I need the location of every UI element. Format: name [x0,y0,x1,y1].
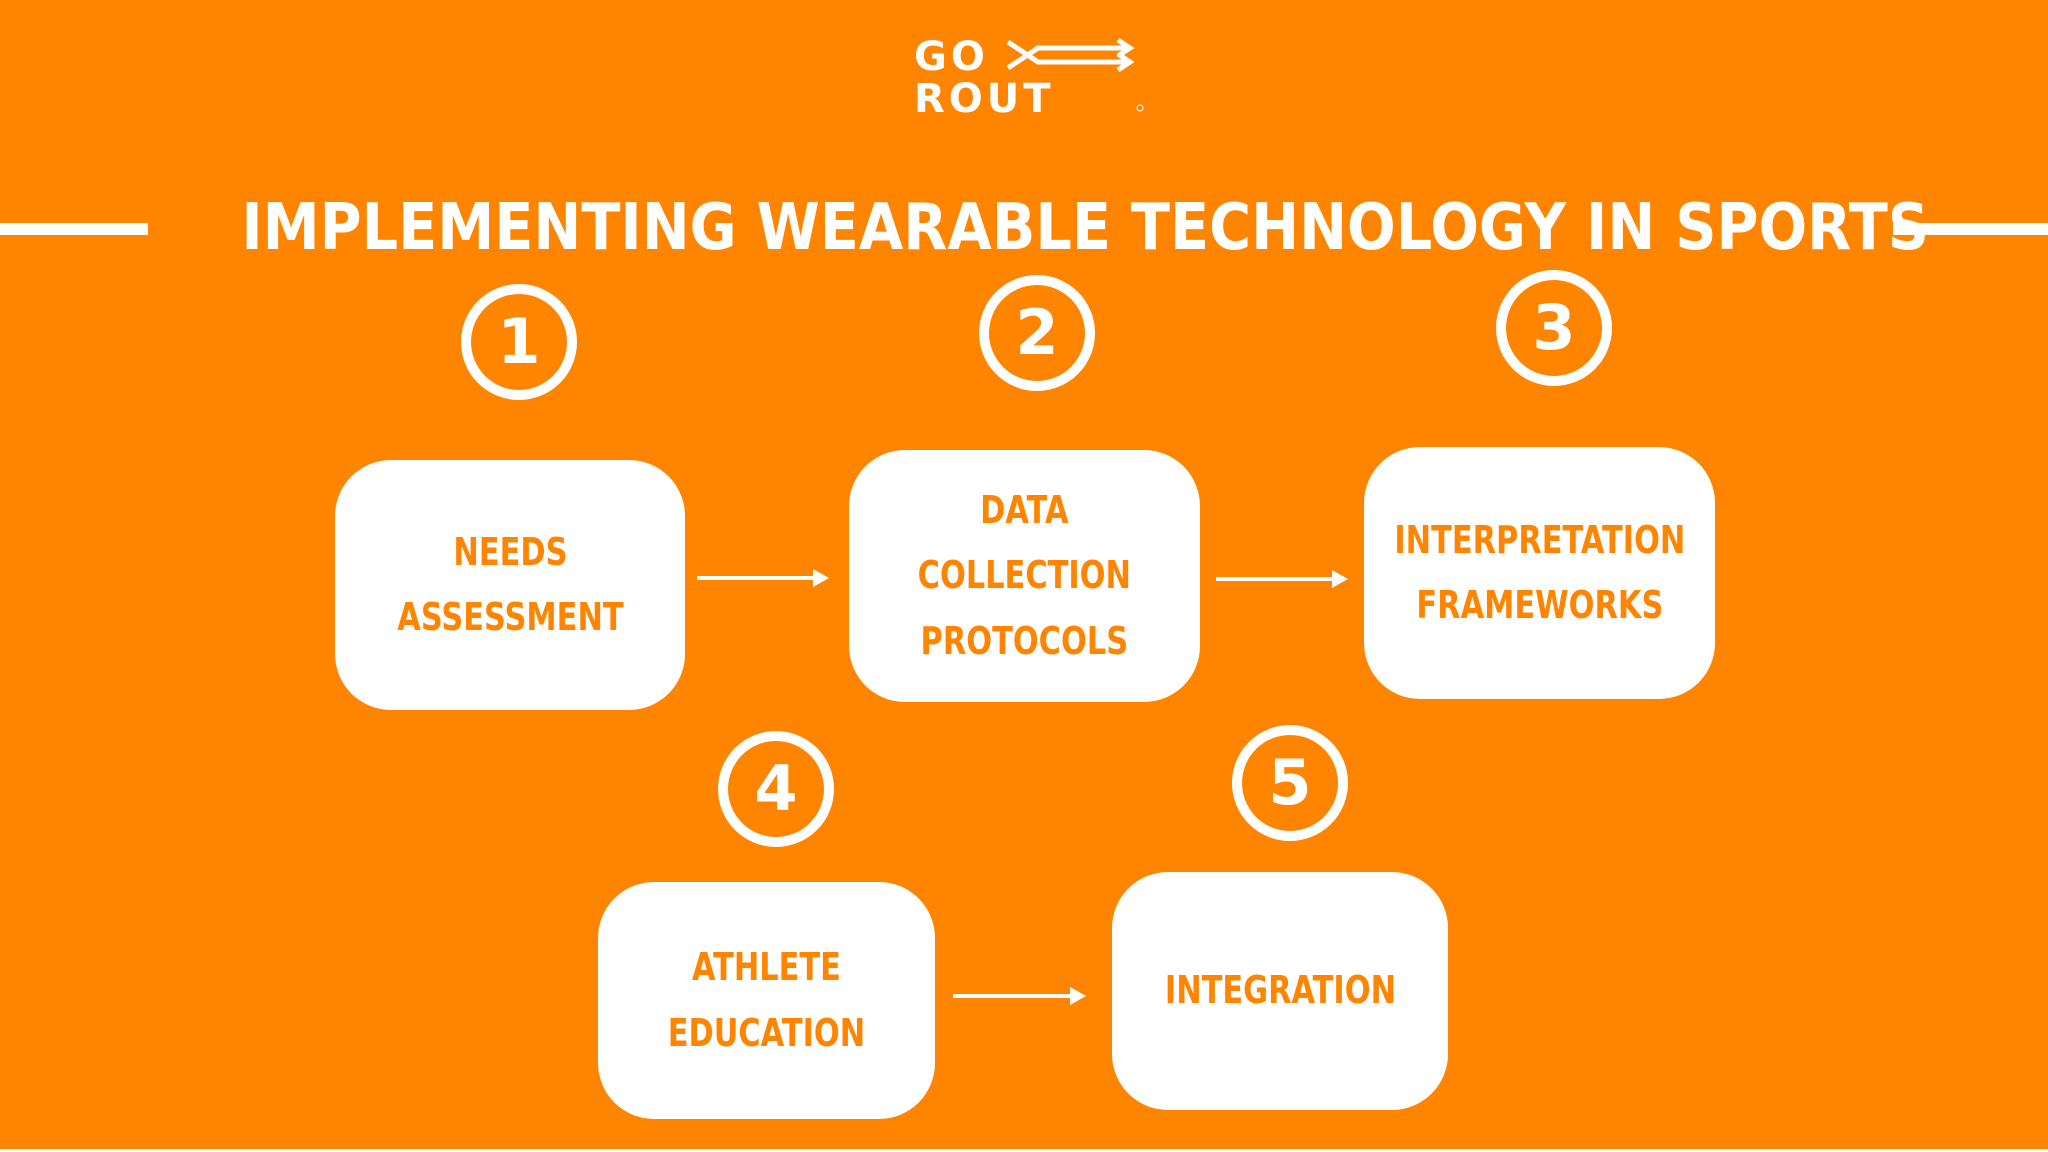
registered-mark-icon [1136,104,1144,112]
step-5-number-badge: 5 [1232,725,1348,841]
logo-crossed-arrows-icon [1006,37,1135,73]
step-5-box: INTEGRATION [1112,872,1448,1110]
step-3-box: INTERPRETATION FRAMEWORKS [1364,447,1715,699]
step-5-label: INTEGRATION [1164,968,1396,1013]
step-2-number-badge: 2 [979,275,1095,391]
step-1-box: NEEDS ASSESSMENT [335,460,685,710]
step-4-number-badge: 4 [718,731,834,847]
logo-text-line1: GO [914,34,989,80]
page-title: IMPLEMENTING WEARABLE TECHNOLOGY IN SPOR… [241,191,1930,265]
title-rule-left [0,223,148,235]
logo-text-line2: ROUT [914,76,1055,120]
title-rule-right [1893,223,2048,235]
goxrout-logo-graphic: GO ROUT [914,34,1144,120]
step-1-label: NEEDS ASSESSMENT [396,529,624,639]
step-1-number-badge: 1 [461,284,577,400]
step-2-box: DATA COLLECTION PROTOCOLS [849,450,1200,702]
step-2-label: DATA COLLECTION PROTOCOLS [917,487,1132,663]
step-4-box: ATHLETE EDUCATION [598,882,935,1119]
step-3-number-badge: 3 [1496,270,1612,386]
step-4-label: ATHLETE EDUCATION [667,945,866,1055]
arrow-step-4-to-5 [953,987,1086,1005]
arrow-step-1-to-2 [697,569,829,587]
step-3-label: INTERPRETATION FRAMEWORKS [1394,517,1685,627]
arrow-step-2-to-3 [1216,570,1348,588]
goxrout-logo: GO ROUT [910,28,1150,120]
